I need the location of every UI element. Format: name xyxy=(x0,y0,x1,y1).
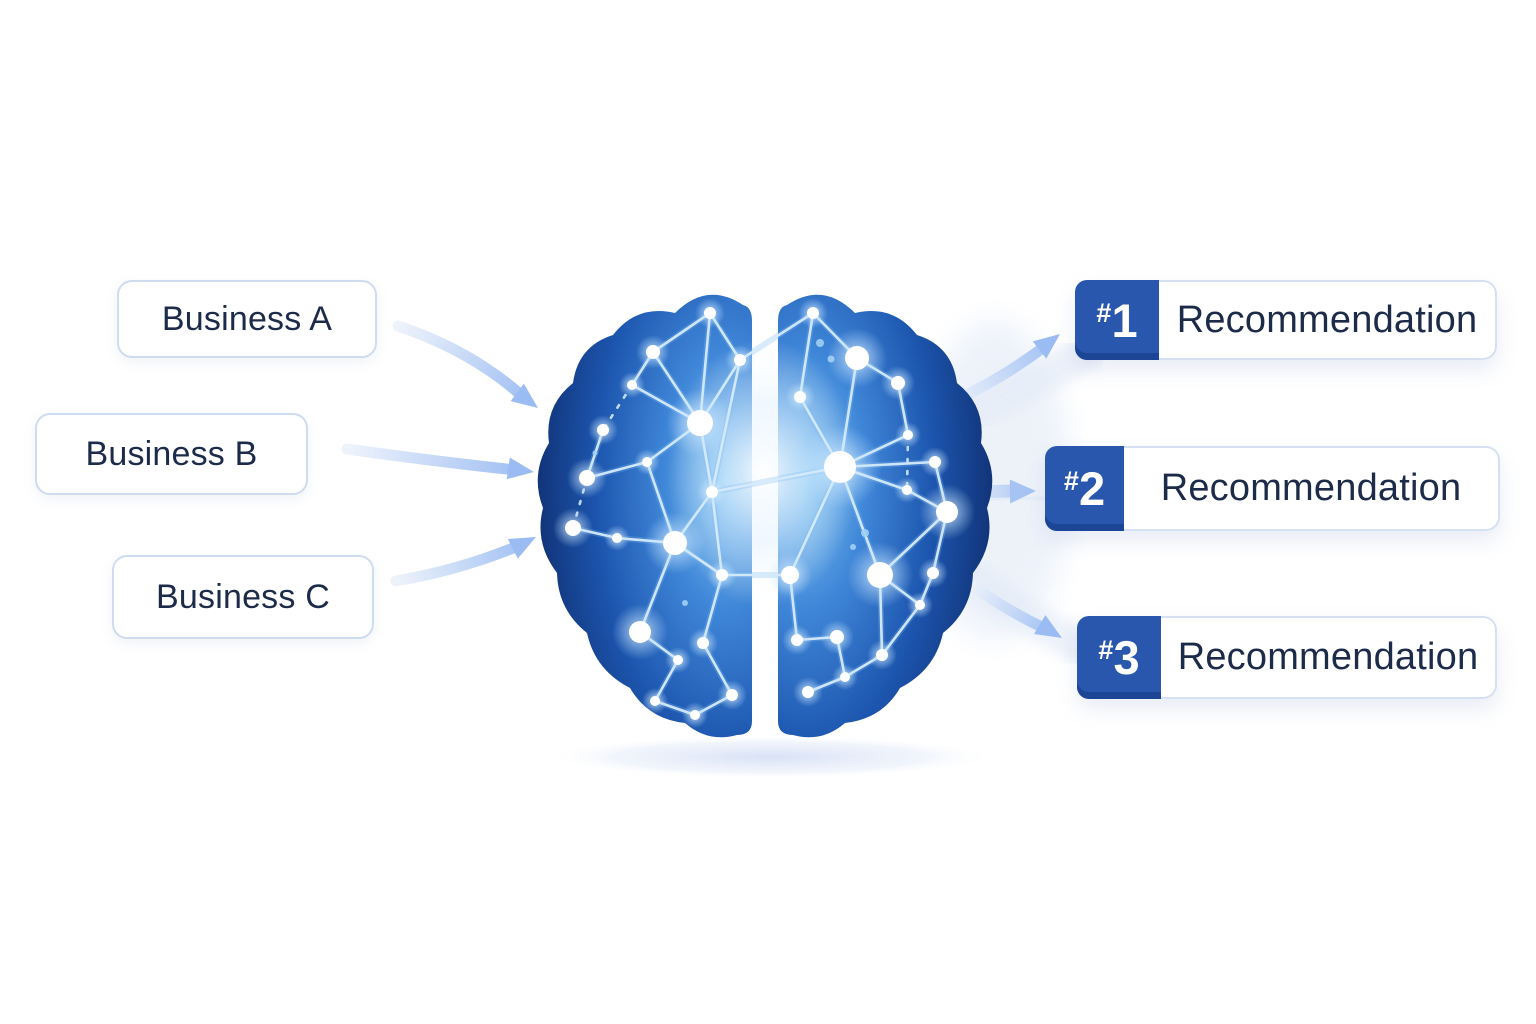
network-nodes xyxy=(553,298,975,728)
recommendation-row-2: # 2 Recommendation xyxy=(1045,446,1500,531)
input-label: Business C xyxy=(156,577,330,616)
rank-hash: # xyxy=(1096,297,1112,328)
recommendation-row-1: # 1 Recommendation xyxy=(1075,280,1497,360)
brain-right-hemisphere xyxy=(778,294,993,738)
brain-left-hemisphere xyxy=(537,294,752,738)
arrow-business-b-to-brain xyxy=(341,443,522,476)
brain-illustration xyxy=(537,294,993,738)
input-label: Business B xyxy=(85,434,258,473)
arrow-brain-to-rec3 xyxy=(962,576,1052,635)
recommendation-row-3: # 3 Recommendation xyxy=(1077,616,1497,699)
input-box-business-c: Business C xyxy=(112,555,374,639)
recommendation-label-1: Recommendation xyxy=(1159,280,1497,360)
rank-hash: # xyxy=(1063,466,1079,496)
recommendation-label-3: Recommendation xyxy=(1161,616,1497,699)
rank-number: 3 xyxy=(1113,631,1140,684)
recommendation-label-2: Recommendation xyxy=(1124,446,1500,531)
arrow-brain-to-rec2 xyxy=(971,484,1023,499)
rank-number: 2 xyxy=(1078,462,1106,515)
arrow-business-a-to-brain xyxy=(392,320,527,401)
input-box-business-a: Business A xyxy=(117,280,377,358)
brain-center-glow xyxy=(668,338,858,608)
brain-shadow xyxy=(545,735,995,779)
input-arrows xyxy=(341,320,538,587)
neural-network xyxy=(553,298,975,728)
rank-badge-1: # 1 xyxy=(1075,280,1159,360)
rank-hash: # xyxy=(1098,635,1114,665)
rank-badge-3: # 3 xyxy=(1077,616,1161,699)
rank-badge-2: # 2 xyxy=(1045,446,1124,531)
arrow-brain-to-rec1 xyxy=(942,341,1050,410)
rank-number: 1 xyxy=(1111,293,1138,347)
input-box-business-b: Business B xyxy=(35,413,308,495)
arrow-business-c-to-brain xyxy=(390,540,524,587)
input-label: Business A xyxy=(161,299,333,338)
